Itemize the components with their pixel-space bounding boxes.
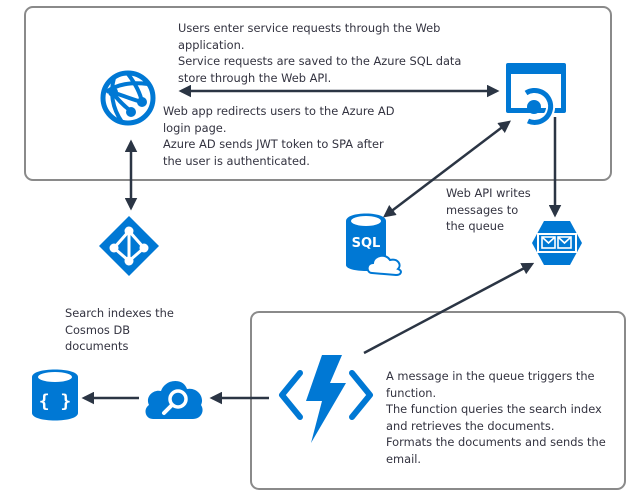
azure-api-app-icon[interactable] — [506, 63, 566, 129]
cosmos-icon-label: { } — [39, 391, 72, 412]
azure-search-icon[interactable] — [143, 375, 205, 419]
annotation-web-requests: Users enter service requests through the… — [178, 21, 462, 85]
azure-function-icon[interactable] — [278, 355, 374, 445]
annotation-queue-write: Web API writes messages to the queue — [446, 186, 531, 233]
azure-sql-database-icon[interactable]: SQL — [346, 213, 406, 278]
web-tier-group — [24, 6, 612, 181]
annotation-function-desc: A message in the queue triggers the func… — [386, 369, 606, 466]
function-tier-group — [250, 311, 626, 490]
annotation-auth: Web app redirects users to the Azure AD … — [163, 104, 395, 168]
azure-active-directory-icon[interactable] — [99, 216, 159, 276]
azure-web-app-icon[interactable] — [100, 70, 156, 126]
edge-webapi-sql — [383, 120, 511, 218]
edge-function-queue — [363, 262, 535, 355]
annotation-search-index: Search indexes the Cosmos DB documents — [65, 306, 174, 353]
azure-storage-queue-icon[interactable] — [532, 221, 582, 265]
sql-icon-label: SQL — [352, 236, 381, 251]
azure-cosmos-db-icon[interactable]: { } — [32, 369, 78, 421]
